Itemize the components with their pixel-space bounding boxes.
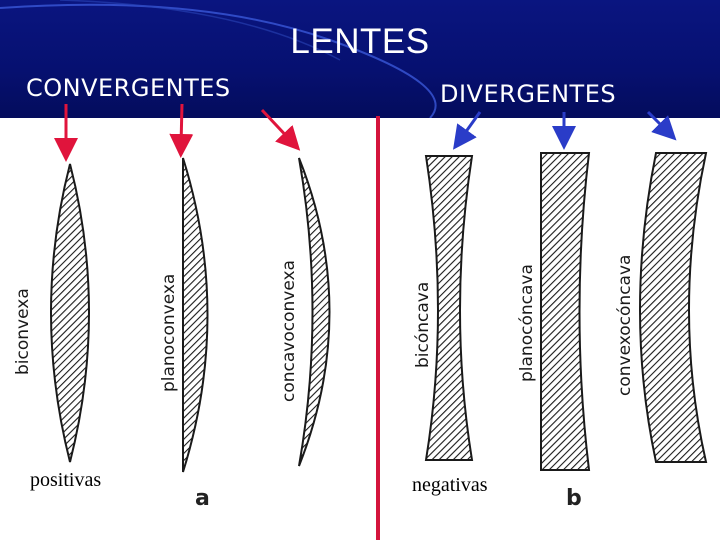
label-planoconcava: planocóncava [517,264,537,382]
banner-decoration [0,0,437,118]
lens-planoconvexa [182,157,209,473]
converging-arrows [54,103,301,162]
arrow-planoconvexa [169,103,194,158]
figure-letter-a: a [195,486,210,511]
arrow-convexoconcava [646,110,677,141]
label-planoconvexa: planoconvexa [159,274,179,392]
figure-letter-b: b [566,486,582,511]
label-biconvexa: biconvexa [13,288,33,375]
diverging-arrows [453,110,677,150]
label-convexoconcava: convexocóncava [615,255,635,396]
lens-planoconcava [540,152,591,471]
title-banner: LENTES CONVERGENTES DIVERGENTES [0,0,720,118]
label-biconcava: bicóncava [413,282,433,368]
caption-negativas: negativas [412,474,488,496]
converging-heading: CONVERGENTES [26,74,231,102]
lens-biconvexa [50,163,90,463]
lens-biconcava [424,155,474,461]
diverging-heading: DIVERGENTES [440,80,617,108]
label-concavoconvexa: concavoconvexa [279,260,299,402]
lens-concavoconvexa [298,157,331,467]
arrow-biconcava [453,111,482,150]
page-title: LENTES [290,22,430,61]
arrow-concavoconvexa [260,108,301,151]
lens-convexoconcava [639,152,708,463]
caption-positivas: positivas [30,469,102,491]
